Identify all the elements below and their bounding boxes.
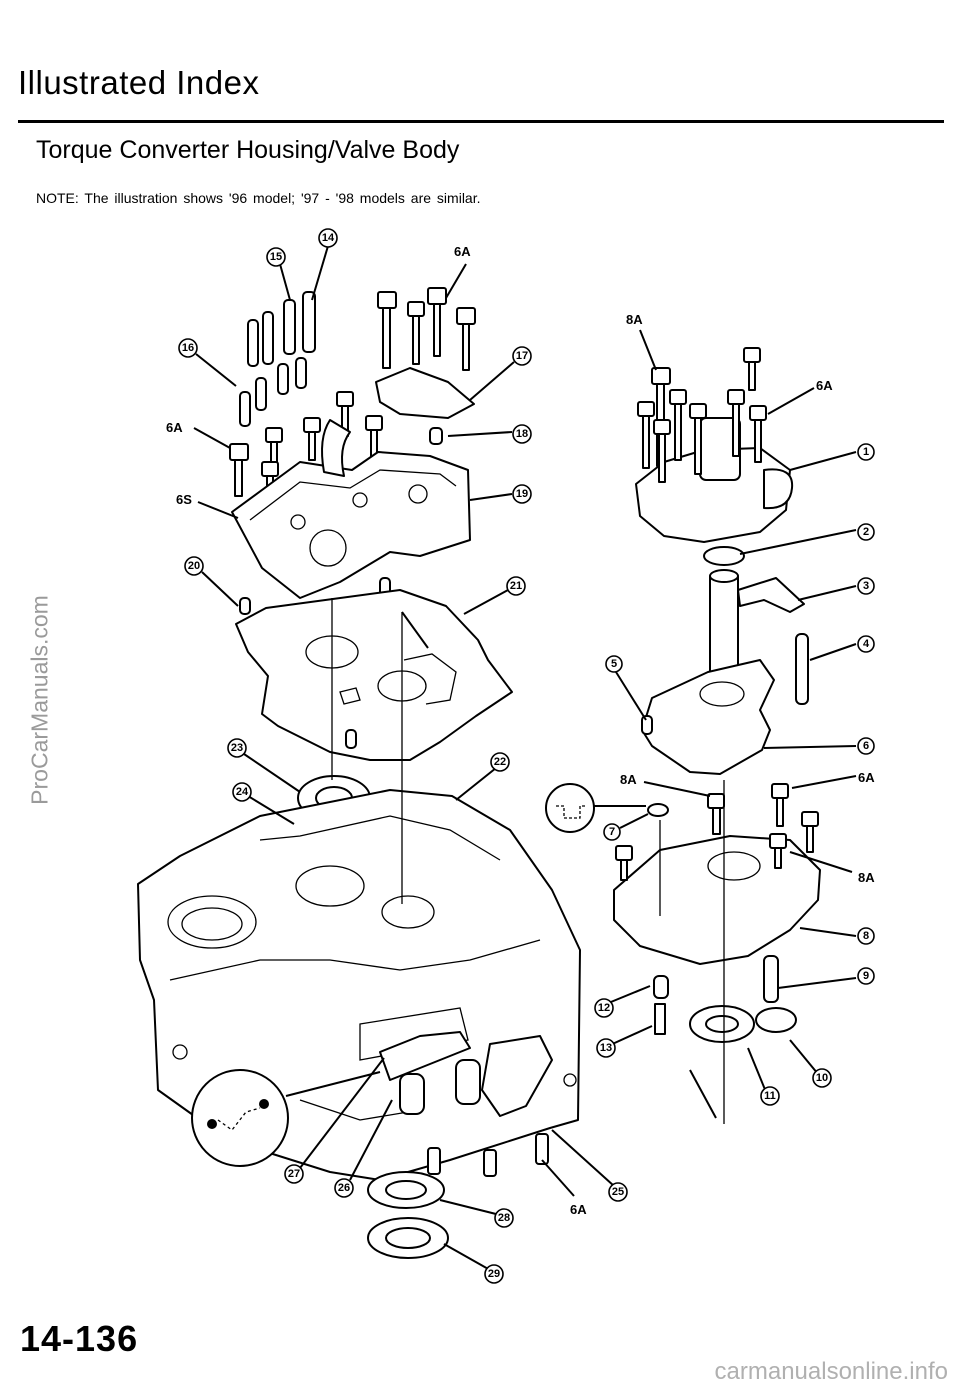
label-6a-top: 6A [454, 244, 471, 259]
callout-17: 17 [512, 346, 532, 366]
callout-15: 15 [266, 247, 286, 267]
callout-11: 11 [760, 1086, 780, 1106]
label-8a-mid: 8A [620, 772, 637, 787]
svg-text:9: 9 [863, 970, 869, 982]
page-number: 14-136 [20, 1318, 139, 1359]
svg-text:28: 28 [498, 1212, 510, 1224]
dowel-pins [239, 291, 316, 427]
svg-text:2: 2 [863, 526, 869, 538]
label-6s: 6S [176, 492, 192, 507]
svg-text:29: 29 [488, 1268, 500, 1280]
callout-8: 8 [857, 927, 875, 945]
label-6a-bottom: 6A [570, 1202, 587, 1217]
svg-text:14: 14 [322, 232, 335, 244]
callout-16: 16 [178, 338, 198, 358]
label-6a-upper-right: 6A [816, 378, 833, 393]
callout-20: 20 [184, 556, 204, 576]
note-text: NOTE: The illustration shows '96 model; … [36, 190, 481, 206]
svg-text:4: 4 [863, 638, 870, 650]
svg-text:3: 3 [863, 580, 869, 592]
shaft-assembly [703, 546, 809, 705]
svg-text:8: 8 [863, 930, 869, 942]
leader-lines [193, 245, 857, 1271]
svg-text:26: 26 [338, 1182, 350, 1194]
label-6a-left: 6A [166, 420, 183, 435]
watermark-procarmanuals: ProCarManuals.com [26, 595, 53, 805]
callout-6: 6 [857, 737, 875, 755]
svg-text:7: 7 [609, 826, 615, 838]
label-8a-top-right: 8A [626, 312, 643, 327]
label-8a-lower-right: 8A [858, 870, 875, 885]
servo-body-right [635, 347, 794, 543]
svg-text:24: 24 [236, 786, 249, 798]
callout-18: 18 [512, 424, 532, 444]
svg-text:1: 1 [863, 446, 869, 458]
lower-servo-housing [613, 783, 821, 965]
guide-lines [331, 598, 725, 1124]
callout-28: 28 [494, 1208, 514, 1228]
callout-5: 5 [605, 655, 623, 673]
callout-21: 21 [506, 576, 526, 596]
callout-22: 22 [490, 752, 510, 772]
svg-text:12: 12 [598, 1002, 610, 1014]
svg-text:27: 27 [288, 1168, 300, 1180]
callout-4: 4 [857, 635, 875, 653]
callout-27: 27 [284, 1164, 304, 1184]
title-rule [18, 120, 944, 123]
watermark-carmanualsonline: carmanualsonline.info [714, 1358, 948, 1385]
svg-text:18: 18 [516, 428, 528, 440]
page-title: Illustrated Index [18, 64, 260, 101]
detail-inset-left [191, 1069, 381, 1167]
bolts-left [229, 287, 476, 497]
svg-text:15: 15 [270, 251, 282, 263]
separator-plate [235, 589, 513, 761]
svg-text:13: 13 [600, 1042, 612, 1054]
svg-text:19: 19 [516, 488, 528, 500]
svg-text:17: 17 [516, 350, 528, 362]
svg-text:16: 16 [182, 342, 194, 354]
svg-text:21: 21 [510, 580, 522, 592]
svg-text:23: 23 [231, 742, 243, 754]
callout-23: 23 [227, 738, 247, 758]
servo-separator-plate [641, 659, 775, 775]
label-6a-mid-right: 6A [858, 770, 875, 785]
detail-inset-right [545, 783, 595, 833]
svg-text:5: 5 [611, 658, 617, 670]
svg-text:6: 6 [863, 740, 869, 752]
svg-text:20: 20 [188, 560, 200, 572]
callout-24: 24 [232, 782, 252, 802]
svg-text:22: 22 [494, 756, 506, 768]
callout-12: 12 [594, 998, 614, 1018]
callout-26: 26 [334, 1178, 354, 1198]
callout-14: 14 [318, 228, 338, 248]
bearings [367, 1171, 449, 1259]
callout-19: 19 [512, 484, 532, 504]
callout-29: 29 [484, 1264, 504, 1284]
svg-text:11: 11 [764, 1090, 776, 1102]
callout-13: 13 [596, 1038, 616, 1058]
speed-sensors [379, 1031, 553, 1177]
valve-body-left [231, 367, 475, 615]
callout-7: 7 [603, 823, 621, 841]
svg-text:25: 25 [612, 1186, 624, 1198]
svg-text:10: 10 [816, 1072, 828, 1084]
callout-1: 1 [857, 443, 875, 461]
gears [653, 955, 797, 1043]
callout-2: 2 [857, 523, 875, 541]
callout-10: 10 [812, 1068, 832, 1088]
callout-3: 3 [857, 577, 875, 595]
section-title: Torque Converter Housing/Valve Body [36, 136, 460, 164]
callout-9: 9 [857, 967, 875, 985]
callout-25: 25 [608, 1182, 628, 1202]
